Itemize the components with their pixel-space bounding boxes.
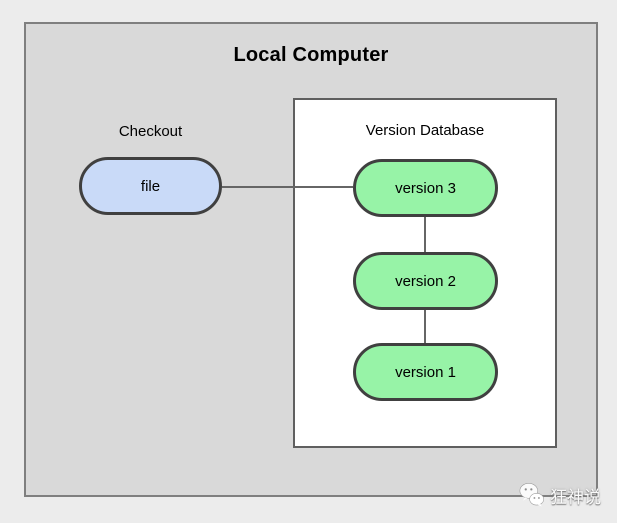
version-3-node: version 3 (353, 159, 498, 217)
version-1-node: version 1 (353, 343, 498, 401)
watermark-text: 狂神说 (550, 487, 601, 507)
checkout-label: Checkout (118, 123, 183, 140)
version3-to-version2-connector (424, 217, 426, 252)
wechat-icon (519, 483, 544, 507)
version-database-label: Version Database (365, 122, 485, 139)
watermark: 狂神说 (518, 481, 601, 509)
file-node: file (79, 157, 222, 215)
diagram-title: Local Computer (233, 44, 389, 66)
file-to-version3-connector (222, 186, 353, 188)
version-2-node: version 2 (353, 252, 498, 310)
version2-to-version1-connector (424, 310, 426, 343)
